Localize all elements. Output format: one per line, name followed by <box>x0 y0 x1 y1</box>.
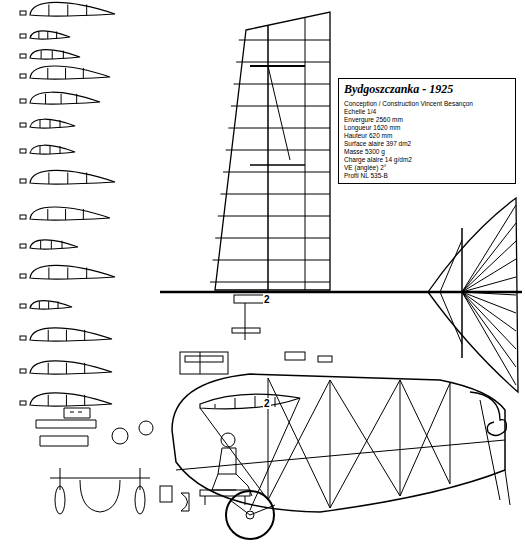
spec-line: Conception / Construction Vincent Besanç… <box>344 100 510 108</box>
fuselage-side <box>172 374 510 539</box>
title-block: Bydgoszczanka - 1925Conception / Constru… <box>338 78 516 184</box>
spec-line: Envergure 2560 mm <box>344 116 510 124</box>
small-parts <box>36 352 332 514</box>
tailplane-planform <box>428 198 518 392</box>
spec-line: Longueur 1620 mm <box>344 124 510 132</box>
spec-line: Masse 5300 g <box>344 148 510 156</box>
spec-line: Surface alaire 397 dm2 <box>344 140 510 148</box>
spec-line: Profil NL 535-B <box>344 172 510 180</box>
callout-number: 2 <box>263 398 271 409</box>
spec-line: Charge alaire 14 g/dm2 <box>344 156 510 164</box>
spec-line: Hauteur 620 mm <box>344 132 510 140</box>
spec-line: Echelle 1/4 <box>344 108 510 116</box>
rib-profiles <box>20 2 115 406</box>
callout-number: 2 <box>263 294 271 305</box>
spec-line: VE (anglée) 2° <box>344 164 510 172</box>
title-text: Bydgoszczanka - 1925 <box>344 82 510 97</box>
